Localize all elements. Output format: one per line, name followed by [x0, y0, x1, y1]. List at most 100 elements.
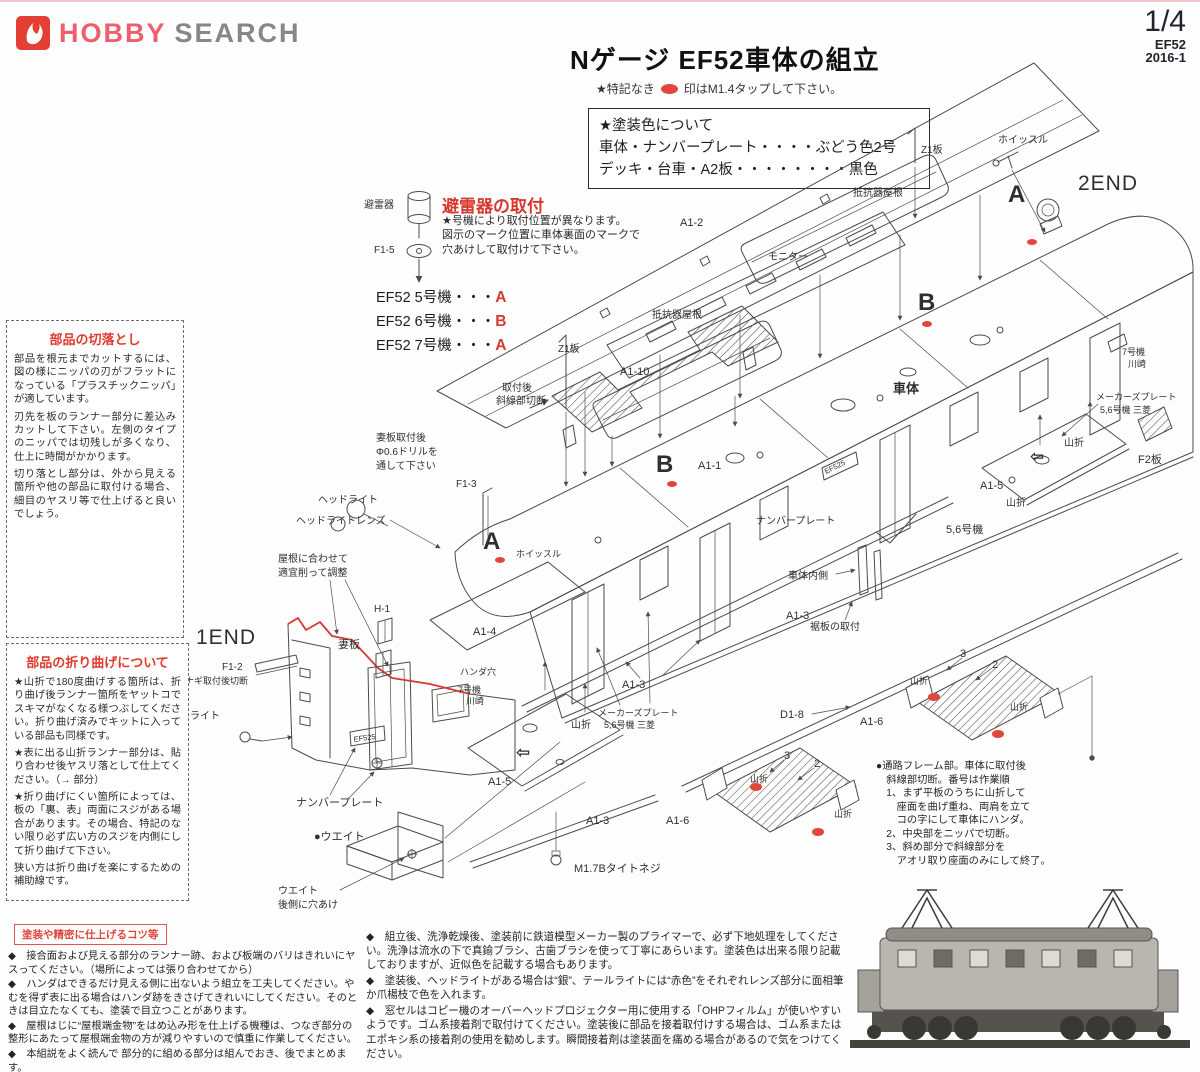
diagram-label: A1-4 [473, 626, 496, 638]
a1-6-bracket-upper [905, 655, 1095, 761]
paint-line1: ★塗装色について [599, 118, 714, 134]
cut-box-paragraph: 切り落とし部分は、外から見える箇所や他の部品に取付ける場合、細目のヤスリ等で仕上… [14, 469, 176, 521]
tips-bullet: ◆ 屋根はじに“屋根端金物”をはめ込み形を仕上げる機種は、つなぎ部分の整形にあた… [8, 1020, 357, 1046]
logo-word-search: SEARCH [174, 17, 301, 48]
skirt-strips [835, 513, 917, 621]
diagram-label: ホイッスル [516, 549, 561, 559]
paint-color-box: ★塗装色について 車体・ナンバープレート・・・・ぶどう色2号 デッキ・台車・A2… [588, 108, 930, 190]
machine-row: EF52 5号機・・・A [376, 286, 506, 310]
roof-walkway-frame [529, 305, 779, 449]
diagram-label: F2板 [1138, 452, 1162, 466]
diagram-label: 車体 [893, 381, 920, 396]
title-note-prefix: ★特記なき [596, 82, 655, 96]
number-plate-text: EF525 [823, 458, 847, 476]
logo-word-hobby: HOBBY [59, 17, 167, 48]
diagram-label: 山折 [834, 808, 852, 819]
diagram-label: Φ0.6ドリルを [376, 446, 438, 458]
diagram-label: ヘッドライトレンズ [296, 514, 386, 527]
a1-3-lower-bar [469, 794, 659, 869]
machine-mark: A [495, 289, 507, 306]
diagram-label: A1-2 [680, 217, 703, 229]
diagram-label: ナンバープレート [756, 515, 835, 527]
note-bullet: ◆ 窓セルはコピー機のオーバーヘッドプロジェクター用に使用する「OHPフィルム」… [366, 1005, 842, 1060]
arrester-heading: 避雷器の取付 [442, 197, 544, 216]
frame-assembly-note: ●通路フレーム部。車体に取付後 斜線部切断。番号は作業順 1、まず平板のうちに山… [876, 761, 1051, 868]
position-mark-a: A [483, 528, 500, 555]
a1-5-plate-left [467, 611, 651, 792]
diagram-label: A1-10 [620, 366, 649, 378]
diagram-label: M1.7Bタイトネジ [574, 862, 661, 875]
d1-8-bar [681, 552, 1183, 793]
diagram-label: 屋根に合わせて [278, 552, 348, 565]
whistle-part [992, 151, 1019, 169]
diagram-label: D1-8 [780, 709, 804, 721]
diagram-label: A1-5 [488, 776, 511, 788]
f2-plate [1107, 333, 1173, 442]
note-bullet: ◆ 塗装後、ヘッドライトがある場合は“銀”、テールライトには“赤色”をそれぞれレ… [366, 975, 844, 1002]
diagram-label: 抵抗器屋根 [652, 308, 702, 321]
red-fold-arrow: ⇦ [1030, 447, 1044, 466]
arrester-note: ★号機により取付位置が異なります。 図示のマーク位置に車体裏面のマークで 穴あけ… [442, 215, 640, 256]
diagram-label: 山折 [571, 718, 591, 731]
diagram-label: 取付後 [502, 381, 532, 394]
a1-4-panel [429, 561, 586, 651]
machine-label: EF52 6号機・・・ [376, 314, 496, 331]
headlight-parts [330, 499, 441, 549]
tips-box-body: ◆ 接合面および見える部分のランナー跡、および板端のバリはきれいにヤスってくださ… [8, 950, 360, 1072]
roof-panel-a1-2 [436, 62, 1100, 429]
diagram-label: 裾板の取付 [810, 620, 860, 633]
tips-bullet: ◆ ハンダはできるだけ見える側に出ないよう組立を工夫してください。やむを得ず表に… [8, 979, 358, 1018]
cut-box-paragraph: 部品を根元までカットするには、図の様にニッパの刃がフラットになっている「プラスチ… [14, 354, 176, 406]
diagram-label: ハンダ穴 [460, 666, 496, 677]
diagram-label: 山折 [750, 773, 768, 784]
diagram-label: 川崎 [1128, 358, 1146, 369]
diagram-label: A1-3 [786, 610, 809, 622]
parts-folding-box: 部品の折り曲げについて ★山折で180度曲げする箇所は、折り曲げ後ランナー箇所を… [6, 643, 189, 901]
page-title: Nゲージ EF52車体の組立 [570, 45, 880, 75]
end2-headlight [1036, 198, 1063, 235]
diagram-label: ●ウエイト [314, 830, 365, 843]
cut-box-paragraph: 刃先を板のランナー部分に差込みカットして下さい。左側のタイプのニッパでは切残しが… [14, 411, 176, 463]
diagram-label: 通して下さい [376, 460, 436, 472]
diagram-label: A1-5 [980, 480, 1003, 492]
page-number-block: 1/4 EF52 2016-1 [1144, 6, 1186, 65]
f1-3-strip [482, 487, 493, 546]
end1-label: 1END [196, 626, 256, 649]
diagram-label: メーカーズプレート [1096, 391, 1177, 402]
arrester-part [406, 191, 432, 283]
ef52-photo-illustration [850, 888, 1190, 1048]
model-code: EF52 [1154, 36, 1186, 52]
h1-parts [375, 617, 393, 679]
diagram-label: 山折 [1010, 701, 1028, 712]
diagram-label: 山折 [1064, 436, 1084, 449]
fold-box-paragraph: ★表に出る山折ランナー部分は、貼り合わせ後ヤスリ落として仕上てください。（→ 部… [14, 747, 181, 786]
diagram-label: 妻板 [338, 637, 360, 651]
diagram-label: 7号機 [1122, 346, 1145, 357]
machine-row: EF52 6号機・・・B [376, 310, 506, 334]
diagram-label: ウエイト [278, 885, 318, 897]
tips-box-title: 塗装や精密に仕上げるコツ等 [14, 924, 167, 945]
position-mark-b: B [656, 451, 673, 478]
diagram-label: F1-5 [374, 245, 395, 256]
diagram-label: A1-3 [622, 679, 645, 691]
machine-row: EF52 7号機・・・A [376, 334, 506, 358]
number-plate-text: EF525 [353, 732, 376, 744]
fold-box-paragraph: ★折り曲げにくい箇所によっては、板の「裏、表」両面にスジがある場合があります。そ… [14, 792, 181, 857]
step-number: 3 [784, 750, 790, 762]
diagram-label: メーカーズプレート [598, 707, 679, 718]
diagram-label: 5,6号機 三菱 [604, 719, 655, 730]
diagram-label: 抵抗器屋根 [853, 186, 903, 199]
diagram-label: A1-1 [698, 460, 721, 472]
title-note-suffix: 印はM1.4タップして下さい。 [683, 82, 843, 96]
machine-label: EF52 5号機・・・ [376, 290, 496, 306]
a1-3-upper-sill [521, 496, 954, 713]
red-tap-marks [495, 239, 1037, 563]
scan-edge-line [0, 0, 1200, 2]
position-mark-b: B [918, 289, 935, 316]
position-mark-a: A [1008, 181, 1025, 208]
page-number: 1/4 [1144, 5, 1186, 38]
diagram-label: 車体内側 [788, 569, 828, 582]
